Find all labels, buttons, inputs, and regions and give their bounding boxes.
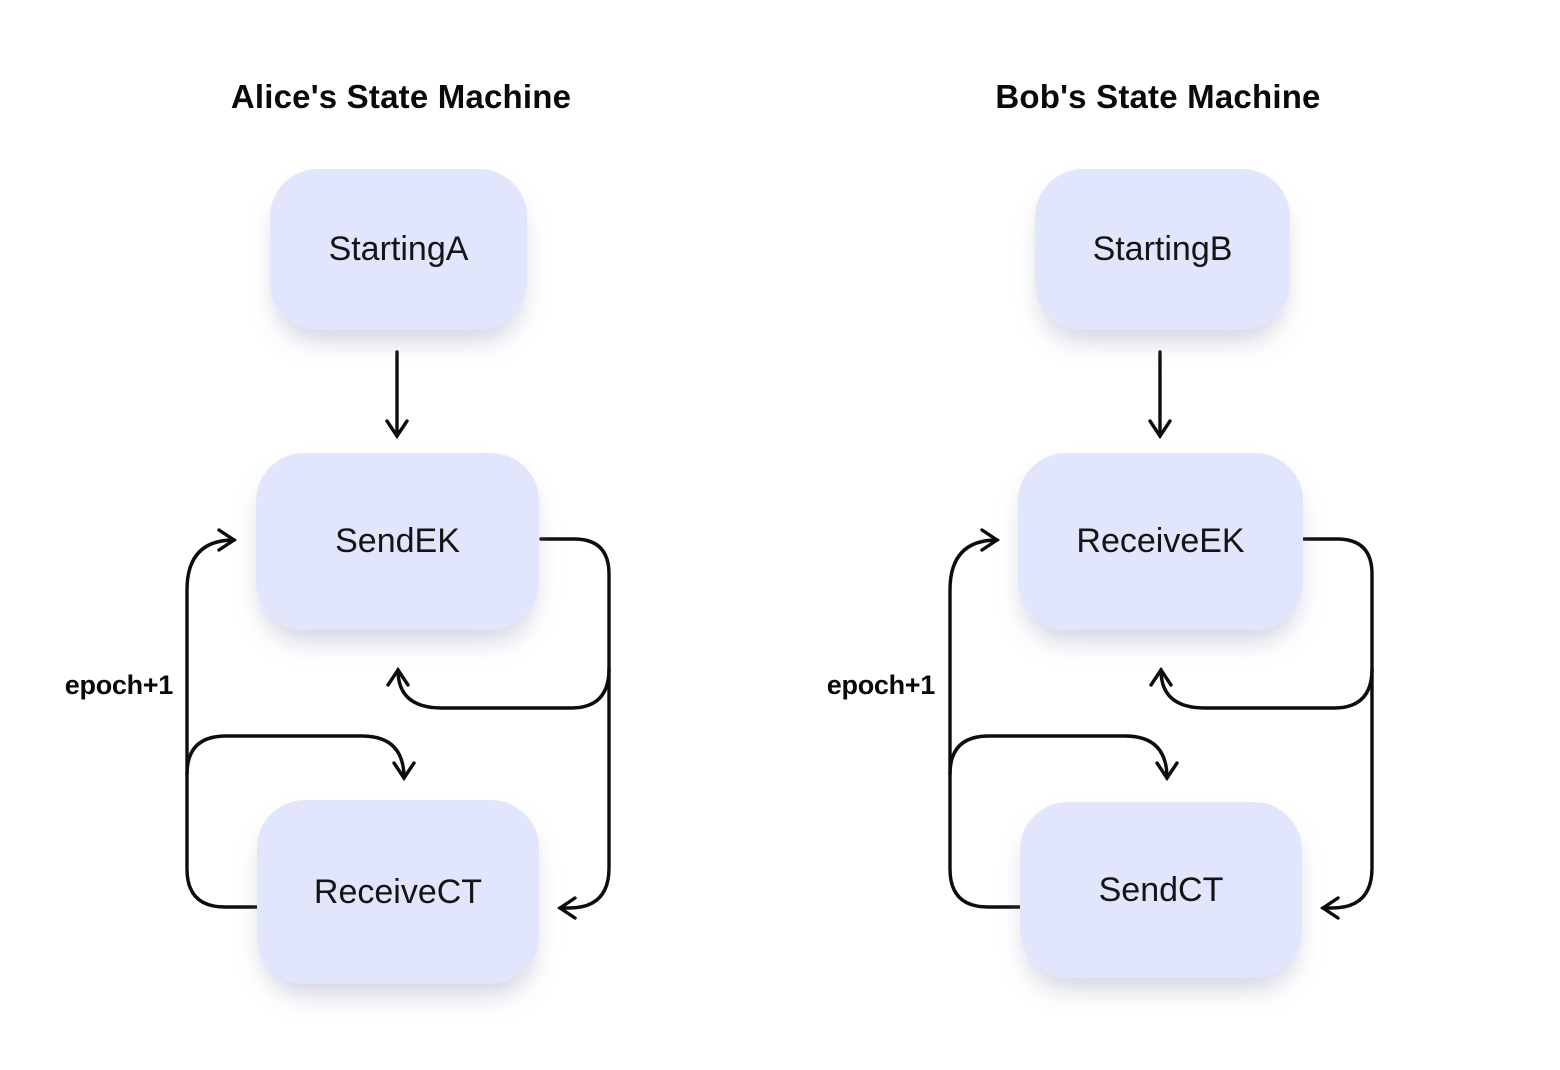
alice-machine-title: Alice's State Machine — [230, 78, 572, 115]
arrow-receivect-self-loop — [185, 734, 416, 782]
arrow-sendek-self-loop — [386, 666, 611, 710]
arrow-sendct-to-receiveek-epoch — [948, 528, 1023, 909]
state-sendct: SendCT — [1020, 802, 1302, 978]
state-receiveek: ReceiveEK — [1018, 453, 1303, 630]
bob-arrows — [948, 350, 1374, 920]
state-startinga: StartingA — [270, 169, 527, 330]
bob-epoch-label: epoch+1 — [826, 670, 936, 700]
bob-machine-title: Bob's State Machine — [995, 78, 1321, 115]
arrow-sendek-to-receivect — [539, 537, 611, 920]
state-startingb: StartingB — [1035, 169, 1290, 330]
alice-arrows — [185, 350, 611, 920]
alice-epoch-label: epoch+1 — [64, 670, 174, 700]
arrow-receiveek-to-sendct — [1302, 537, 1374, 920]
arrow-sendct-self-loop — [948, 734, 1179, 782]
state-receivect: ReceiveCT — [257, 800, 539, 984]
arrow-receivect-to-sendek-epoch — [185, 528, 260, 909]
arrow-receiveek-self-loop — [1149, 666, 1374, 710]
state-sendek: SendEK — [256, 453, 539, 630]
